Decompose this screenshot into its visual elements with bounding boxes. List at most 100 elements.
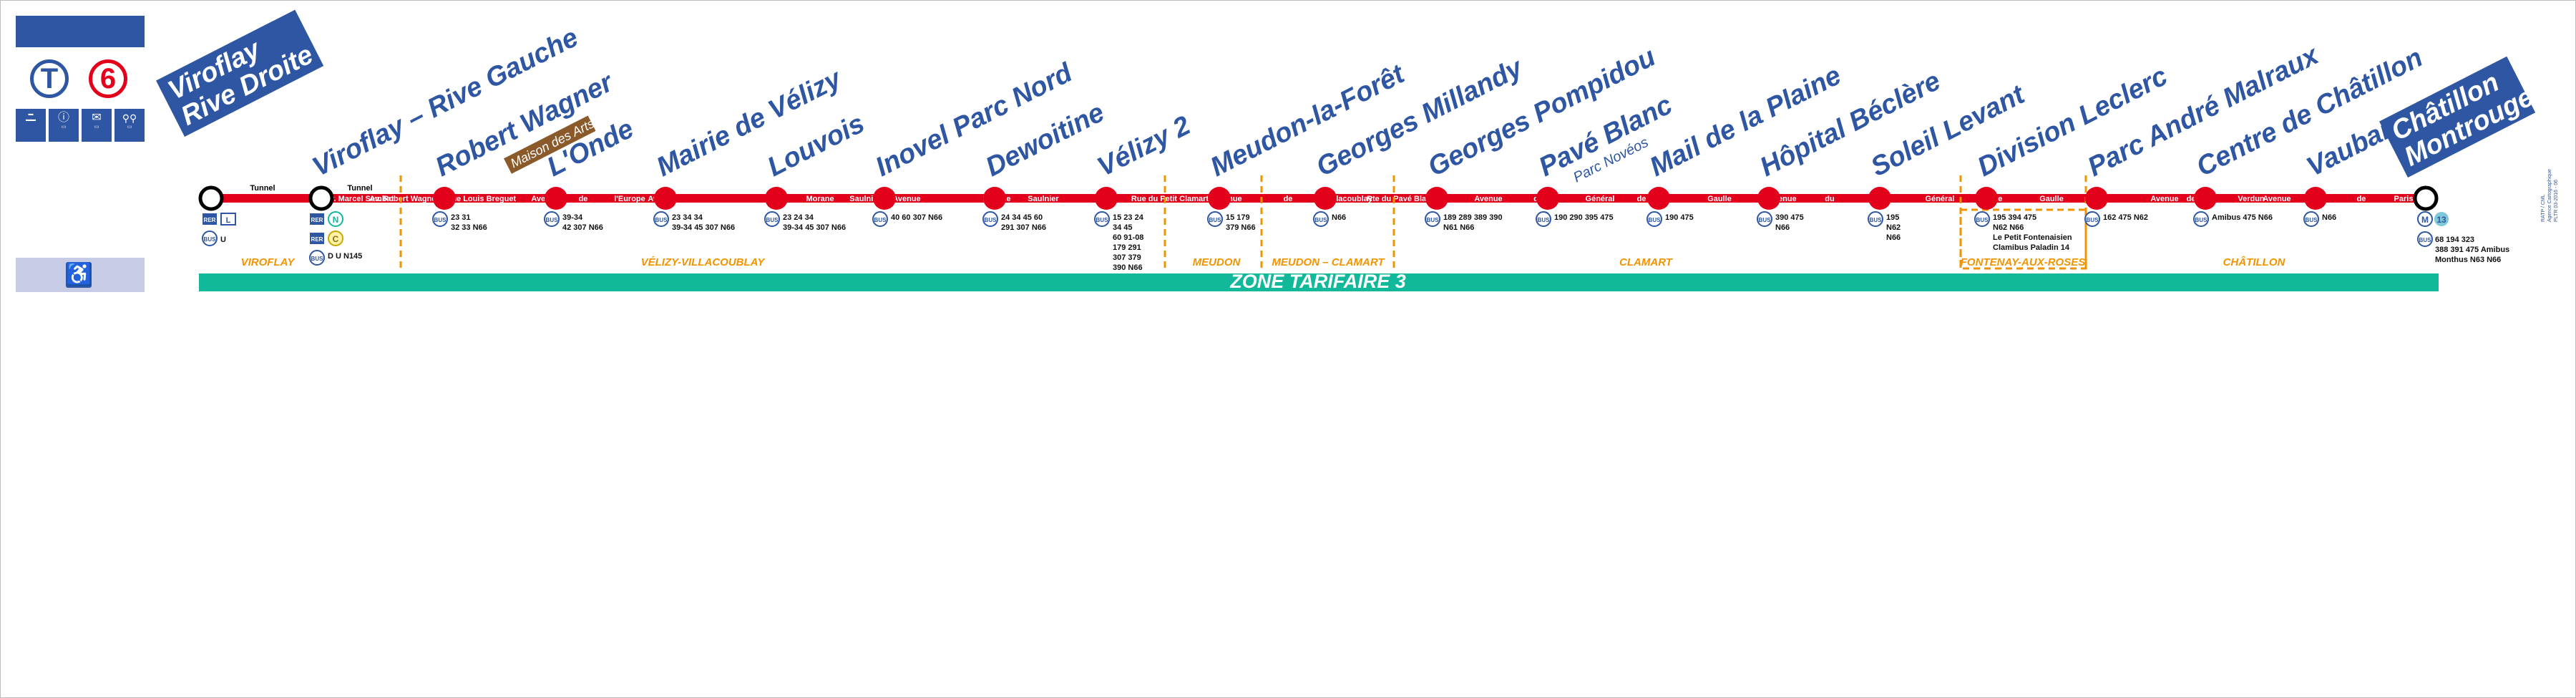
bus-icon [309,250,325,266]
bus-icon [1207,211,1223,227]
bus-icon-label: BUS [874,217,887,223]
metro-13-badge [2434,212,2449,226]
tram-map-icon: ▬▬▬ [16,109,46,142]
fare-zone-label: ZONE TARIFAIRE 3 [1229,271,1406,292]
street-label: de [2187,195,2196,203]
bus-icon-label: BUS [1427,217,1440,223]
street-label: Rte du Pavé Blanc [1367,195,1435,203]
bus-lines: 34 45 [1113,223,1133,232]
bus-lines: 195 394 475 [1993,213,2036,222]
station-dot [1757,187,1780,210]
credit-line: Agence Cartographique [2547,169,2552,222]
bus-icon-label: BUS [1870,217,1883,223]
bus-icon-label: BUS [766,217,779,223]
bus-icon-label: BUS [1209,217,1222,223]
bus-icon-label: BUS [2087,217,2099,223]
street-label: l'Europe [614,195,645,203]
bus-lines: 24 34 45 60 [1001,213,1043,222]
bus-lines: 162 475 N62 [2103,213,2148,222]
bus-lines: Monthus N63 N66 [2435,256,2501,264]
street-label: de [2357,195,2366,203]
bus-lines: 291 307 N66 [1001,223,1046,232]
fontenay-boundary-box [1959,208,2087,270]
bus-lines: 379 N66 [1226,223,1256,232]
bus-icon [202,231,218,246]
street-label: du [1825,195,1834,203]
bus-icon [1536,211,1551,227]
bus-lines: D U N145 [328,252,362,261]
bus-lines: 23 24 34 [783,213,814,222]
street-label: Avenue [1474,195,1502,203]
bus-icon [1094,211,1110,227]
rer-c-badge [328,231,343,246]
bus-icon-label: BUS [1976,217,1989,223]
bus-lines: 179 291 [1113,243,1141,252]
bus-lines: 39-34 [562,213,583,222]
station-dot [1314,187,1337,210]
bus-lines: Amibus 475 N66 [2212,213,2273,222]
commune-label: VÉLIZY-VILLACOUBLAY [641,256,766,268]
station-dot [1975,187,1998,210]
bus-icon [1757,211,1772,227]
credit-line: PLTR 03-2016 - 06 [2554,179,2559,222]
bus-icon [1868,211,1883,227]
bus-icon-label: BUS [1096,217,1109,223]
bus-icon-label: BUS [546,217,559,223]
terminus-west-dot [198,185,224,211]
station-dot [2304,187,2327,210]
street-label: Général [1926,195,1955,203]
bus-lines: 388 391 475 Amibus [2435,246,2509,254]
bus-icon-label: BUS [434,217,447,223]
rer-icon-label: RER [311,217,323,223]
bus-icon [872,211,888,227]
family-icon: ⚲⚲▭ [114,109,145,142]
bus-icon-label: BUS [2419,237,2432,243]
rer-icon [310,233,324,244]
bus-icon [1974,211,1990,227]
bus-lines: 42 307 N66 [562,223,603,232]
commune-label: CHÂTILLON [2223,256,2286,268]
bus-lines: 390 N66 [1113,263,1143,272]
bus-lines: 390 475 [1775,213,1804,222]
bus-lines: 15 179 [1226,213,1250,222]
street-label: Général [1586,195,1615,203]
station-dot [433,187,456,210]
bus-lines: N66 [1332,213,1346,222]
station-dot [1425,187,1448,210]
station-dot [1647,187,1670,210]
street-label: Av. Robert Wagner [369,195,439,203]
station-dot [983,187,1006,210]
street-label: Rue du Petit Clamart [1131,195,1209,203]
station-name: Mairie de Vélizy [652,63,847,183]
street-label: Verdun [2238,195,2265,203]
street-label: Avenue [2263,195,2290,203]
metro-icon [2417,211,2433,227]
bus-lines: 39-34 45 307 N66 [783,223,846,232]
station-dot [545,187,567,210]
bus-lines: 190 290 395 475 [1554,213,1614,222]
bus-lines: Clamibus Paladin 14 [1993,243,2070,252]
street-label: Paris [2394,195,2414,203]
header-bar [16,16,145,47]
station-dot [765,187,788,210]
bus-icon-label: BUS [1538,217,1551,223]
bus-lines: Le Petit Fontenaisien [1993,233,2072,242]
bus-icon [764,211,780,227]
line-l-badge [220,213,236,226]
street-label: Villacoublay [1327,195,1373,203]
bus-icon [1313,211,1329,227]
bus-lines: 23 34 34 [672,213,703,222]
bus-lines: N66 [1886,233,1901,242]
mail-icon: ✉▭ [82,109,112,142]
street-label: de [1284,195,1293,203]
station-dot [1868,187,1891,210]
line-l-label: L [226,216,231,225]
rer-icon [310,213,324,225]
bus-icon [2084,211,2100,227]
station-dot [873,187,896,210]
bus-lines: 60 91-08 [1113,233,1143,242]
bus-icon [653,211,669,227]
